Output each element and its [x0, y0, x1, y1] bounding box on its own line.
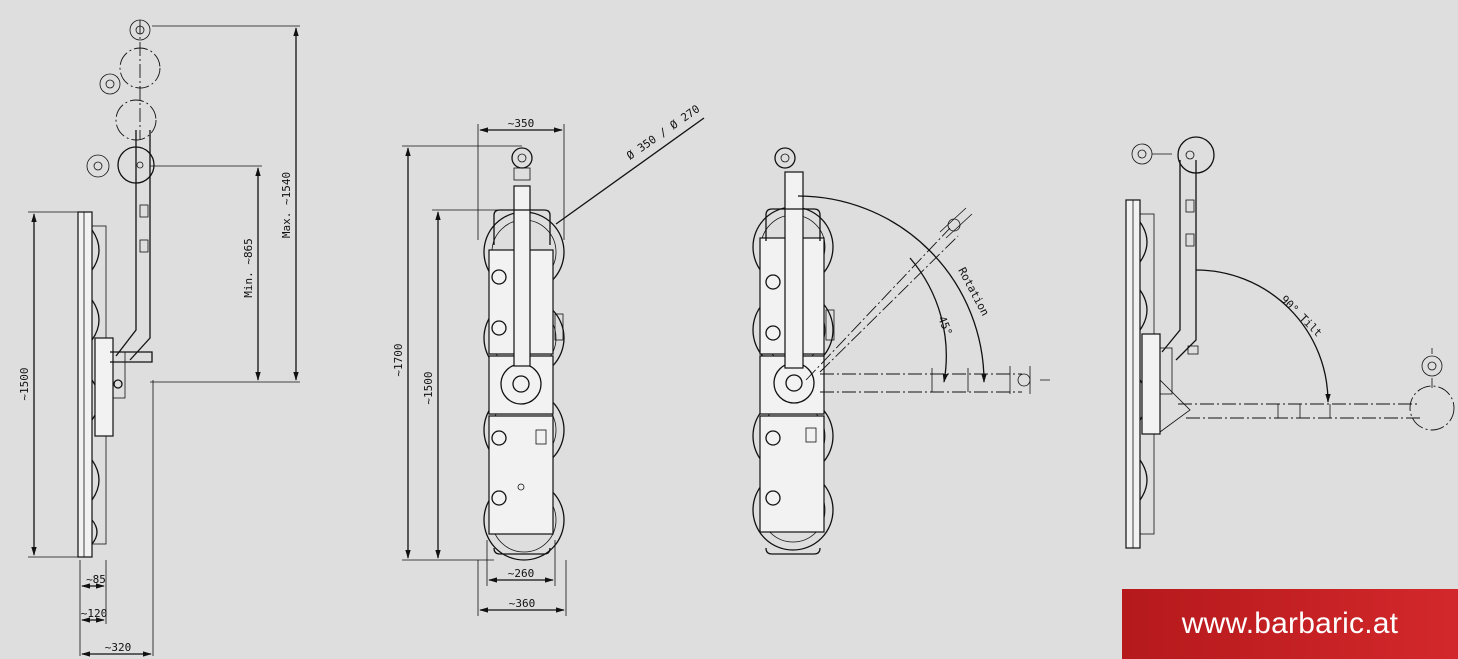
angle-45-label: 45°: [935, 314, 954, 337]
dim-min-height: Min. ~865: [242, 238, 255, 298]
brand-url[interactable]: www.barbaric.at: [1181, 607, 1399, 640]
pad-plate: [77, 211, 93, 558]
dim-1700: ~1700: [392, 343, 405, 376]
front-view: ~350 Ø 350 / Ø 270 ~1700 ~1500 ~260 ~360: [392, 102, 705, 616]
dim-1500: ~1500: [422, 371, 435, 404]
dim-320: ~320: [105, 641, 132, 654]
dim-360: ~360: [509, 597, 536, 610]
dim-120: ~120: [81, 607, 108, 620]
rotation-view: Rotation 45°: [752, 147, 1050, 555]
boom: [513, 185, 531, 367]
dim-diameter: Ø 350 / Ø 270: [624, 102, 702, 162]
dim-85: ~85: [86, 573, 106, 586]
dim-260: ~260: [508, 567, 535, 580]
frame-block: [94, 337, 114, 437]
dim-height-1500: ~1500: [18, 367, 31, 400]
tilt-view: 90° Tilt: [1125, 136, 1455, 549]
dim-max-height: Max. ~1540: [280, 172, 293, 238]
tilt-label: 90° Tilt: [1278, 293, 1325, 340]
side-view: Max. ~1540 Min. ~865 ~1500 ~85 ~120 ~320: [18, 19, 300, 657]
dim-350: ~350: [508, 117, 535, 130]
lower-frame: [488, 415, 554, 535]
brand-url-banner[interactable]: www.barbaric.at: [1122, 589, 1458, 659]
